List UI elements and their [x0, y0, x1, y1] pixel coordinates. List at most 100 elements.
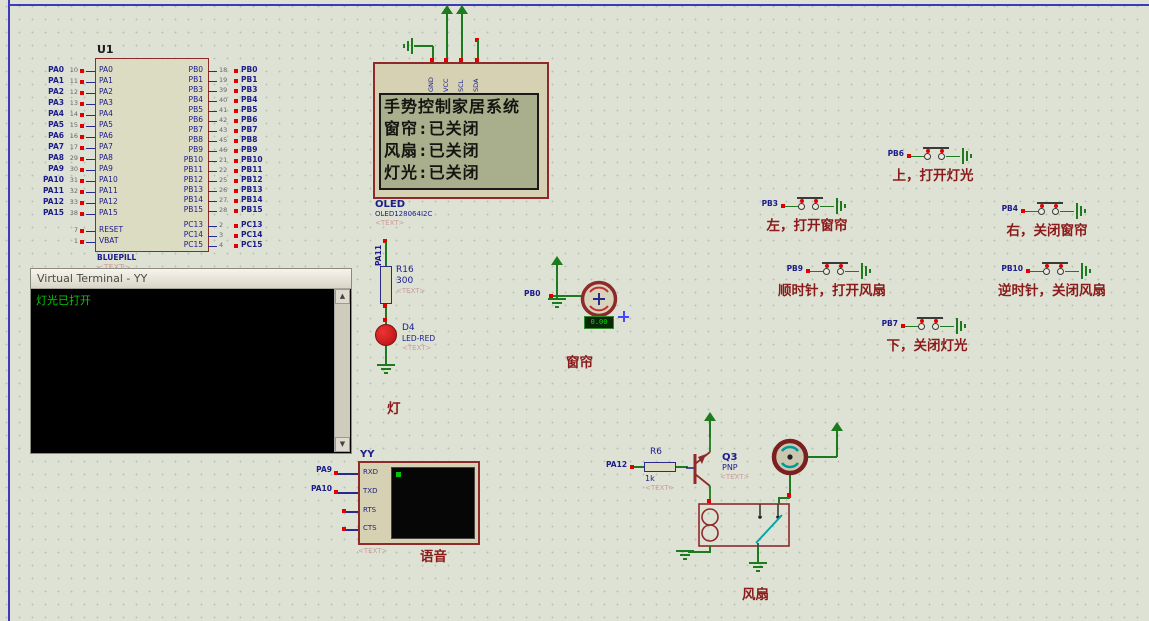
oled-line-4: 灯光:已关闭 — [384, 163, 480, 182]
connection-point — [549, 294, 553, 298]
pin-stub — [208, 90, 217, 92]
button-pb6[interactable]: PB6 上，打开灯光 — [878, 146, 988, 186]
button-toggle-dot[interactable] — [1039, 203, 1044, 208]
button-toggle-dot[interactable] — [939, 148, 944, 153]
button-toggle-dot[interactable] — [1044, 263, 1049, 268]
wire — [946, 155, 960, 158]
wire — [1060, 210, 1074, 213]
resistor-r16[interactable] — [380, 266, 392, 304]
net-label-pb10: PB10 — [1001, 264, 1023, 273]
pin-stub — [86, 125, 95, 127]
pin-name: VBAT — [99, 236, 119, 245]
pin-net-label: PB5 — [241, 105, 258, 114]
wire — [1025, 210, 1038, 213]
pin-net-label: PA11 — [42, 186, 64, 195]
resistor-r16-value: 300 — [396, 276, 414, 286]
ground-symbol-oled — [402, 38, 413, 54]
pin-name: PA0 — [99, 65, 113, 74]
resistor-r6[interactable] — [644, 462, 676, 472]
mcu-body[interactable] — [95, 58, 209, 252]
pin-number: 4 — [219, 241, 224, 249]
pin-stub — [346, 511, 358, 513]
pin-number: 41 — [219, 106, 228, 114]
button-toggle-dot[interactable] — [933, 318, 938, 323]
curtain-motor[interactable] — [579, 279, 619, 319]
button-pb4[interactable]: PB4 右，关闭窗帘 — [992, 201, 1102, 241]
wire — [1065, 270, 1079, 273]
relay[interactable] — [698, 503, 794, 549]
terminal-titlebar[interactable]: Virtual Terminal - YY — [31, 269, 351, 289]
pin-name: PC13 — [183, 220, 203, 229]
button-pb7[interactable]: PB7 下，关闭灯光 — [872, 316, 982, 356]
oled-pin-vcc: VCC — [442, 78, 450, 92]
transistor-q3[interactable] — [686, 426, 726, 506]
power-arrow-icon — [704, 412, 716, 421]
led-d4[interactable] — [375, 324, 397, 346]
pin-stub — [208, 160, 217, 162]
pin-stub — [86, 213, 95, 215]
oled-text-note: <TEXT> — [375, 219, 405, 227]
wire — [820, 205, 834, 208]
pin-number: 46 — [219, 146, 228, 154]
pin-number: 25 — [219, 176, 228, 184]
connection-point — [234, 179, 238, 183]
wire — [385, 346, 387, 364]
voice-pin-txd: TXD — [363, 487, 378, 495]
button-toggle-dot[interactable] — [1053, 203, 1058, 208]
net-label-pb9: PB9 — [786, 264, 803, 273]
scroll-down-button[interactable]: ▼ — [335, 437, 350, 452]
button-actuator — [923, 147, 949, 149]
pin-name: PB6 — [188, 115, 203, 124]
button-toggle-dot[interactable] — [925, 148, 930, 153]
connection-point — [234, 119, 238, 123]
pin-name: PB13 — [183, 185, 203, 194]
pin-number: 31 — [69, 176, 78, 184]
pin-net-label: PC14 — [241, 230, 263, 239]
oled-pin-scl: SCL — [457, 79, 465, 92]
connection-point — [781, 204, 785, 208]
label-light: 灯 — [387, 401, 401, 417]
connection-point — [234, 199, 238, 203]
pin-stub — [86, 202, 95, 204]
pin-stub — [208, 120, 217, 122]
pin-name: PB0 — [188, 65, 203, 74]
connection-point — [80, 80, 84, 84]
pin-number: 10 — [69, 66, 78, 74]
virtual-terminal-window: Virtual Terminal - YY 灯光已打开 ▲ ▼ — [30, 268, 352, 454]
connection-point — [234, 209, 238, 213]
button-toggle-dot[interactable] — [813, 198, 818, 203]
wire — [709, 546, 711, 553]
button-toggle-dot[interactable] — [824, 263, 829, 268]
connection-point — [630, 465, 634, 469]
power-arrow-icon — [551, 256, 563, 265]
pin-net-label: PB3 — [241, 85, 258, 94]
button-pb3[interactable]: PB3 左，打开窗帘 — [752, 196, 862, 236]
pin-name: PA3 — [99, 98, 113, 107]
pin-stub — [208, 110, 217, 112]
button-pb10[interactable]: PB10 逆时针，关闭风扇 — [997, 261, 1107, 301]
voice-pin-rts: RTS — [363, 506, 377, 514]
button-toggle-dot[interactable] — [1058, 263, 1063, 268]
pin-net-label: PA1 — [48, 76, 64, 85]
pin-name: PB1 — [188, 75, 203, 84]
pin-stub — [338, 492, 358, 494]
button-contact — [1052, 207, 1059, 215]
ground-symbol-relay-coil — [676, 550, 694, 561]
pin-stub — [208, 140, 217, 142]
net-label-pa9: PA9 — [316, 465, 332, 474]
fan-motor[interactable] — [770, 437, 810, 477]
button-toggle-dot[interactable] — [838, 263, 843, 268]
terminal-scrollbar[interactable]: ▲ ▼ — [334, 289, 350, 452]
button-toggle-dot[interactable] — [919, 318, 924, 323]
ground-symbol-relay-switch — [749, 562, 767, 573]
transistor-q3-ref: Q3 — [722, 452, 738, 463]
button-pb9[interactable]: PB9 顺时针，打开风扇 — [777, 261, 887, 301]
pin-stub — [208, 170, 217, 172]
button-toggle-dot[interactable] — [799, 198, 804, 203]
terminal-body[interactable]: 灯光已打开 ▲ ▼ — [32, 289, 350, 452]
button-contact — [938, 152, 945, 160]
pin-stub — [86, 70, 95, 72]
scroll-up-button[interactable]: ▲ — [335, 289, 350, 304]
button-actuator — [917, 317, 943, 319]
pin-number: 7 — [73, 226, 78, 234]
